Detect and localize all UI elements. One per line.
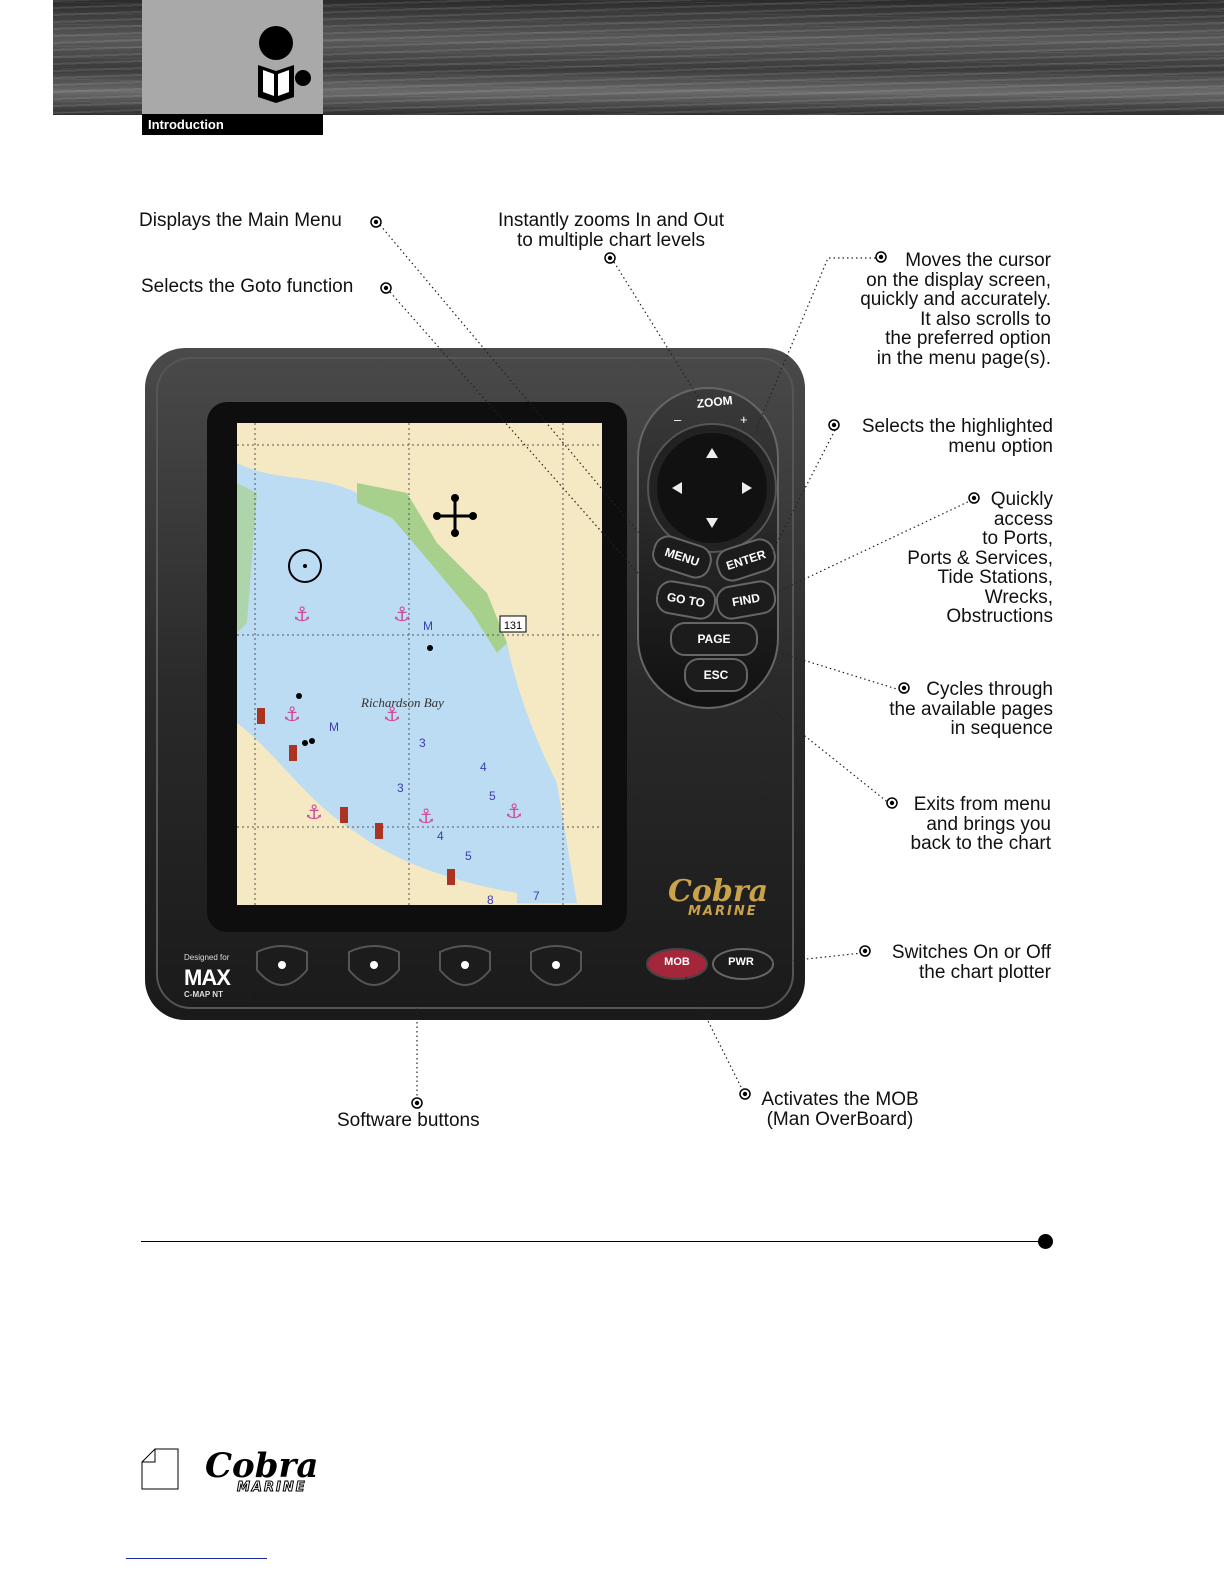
- chart-marker-131: 131: [504, 620, 522, 632]
- callout-line: Activates the MOB: [761, 1089, 919, 1110]
- esc-button[interactable]: ESC: [684, 658, 748, 692]
- callout-line: Ports & Services,: [907, 547, 1053, 569]
- sounding: 3: [419, 736, 426, 750]
- cmap-logo: C-MAP NT: [184, 990, 223, 999]
- callout-line: menu option: [948, 435, 1053, 457]
- section-label: Introduction: [142, 114, 323, 135]
- pwr-button[interactable]: PWR: [728, 956, 754, 968]
- callout-cursor: Moves the cursor on the display screen, …: [820, 251, 1051, 368]
- callout-line: It also scrolls to: [920, 308, 1051, 330]
- device-brand-marine: MARINE: [688, 904, 758, 919]
- callout-line: Moves the cursor: [905, 250, 1051, 271]
- svg-text:⚓: ⚓: [283, 702, 301, 726]
- sounding: 8: [487, 893, 494, 905]
- callout-software-buttons: Software buttons: [337, 1110, 480, 1131]
- svg-text:⚓: ⚓: [393, 602, 411, 626]
- callout-line: the preferred option: [885, 328, 1051, 349]
- callout-line: in the menu page(s).: [876, 347, 1051, 369]
- callout-enter: Selects the highlighted menu option: [800, 417, 1053, 456]
- svg-text:⚓: ⚓: [417, 804, 435, 828]
- footer-rule: [141, 1241, 1045, 1242]
- callout-line: (Man OverBoard): [766, 1108, 914, 1130]
- device-brand-cobra: Cobra: [668, 874, 769, 909]
- sounding: 3: [397, 781, 404, 795]
- callout-line: Quickly: [990, 489, 1053, 510]
- callout-find: Quickly access to Ports, Ports & Service…: [860, 490, 1053, 627]
- svg-text:⚓: ⚓: [505, 799, 523, 823]
- callout-zoom-line1: Instantly zooms In and Out: [497, 210, 724, 231]
- designed-for-label: Designed for: [184, 953, 230, 962]
- callout-line: in sequence: [950, 718, 1053, 739]
- callout-main-menu: Displays the Main Menu: [139, 210, 342, 231]
- sounding: 5: [489, 789, 496, 803]
- callout-line: to Ports,: [982, 528, 1053, 549]
- callout-mob: Activates the MOB (Man OverBoard): [745, 1090, 935, 1129]
- callout-line: Wrecks,: [984, 586, 1053, 608]
- svg-text:⚓: ⚓: [305, 800, 323, 824]
- callout-line: quickly and accurately.: [860, 289, 1051, 310]
- callout-zoom: Instantly zooms In and Out to multiple c…: [480, 211, 742, 250]
- callout-line: and brings you: [926, 813, 1051, 835]
- callout-line: Tide Stations,: [937, 567, 1053, 588]
- zoom-plus-icon: +: [740, 412, 748, 427]
- footer-brand-marine: MARINE: [237, 1480, 307, 1496]
- max-logo: MAX: [184, 965, 231, 990]
- callout-line: back to the chart: [910, 833, 1051, 854]
- sounding: 5: [465, 849, 472, 863]
- callout-page: Cycles through the available pages in se…: [840, 680, 1053, 739]
- svg-text:⚓: ⚓: [383, 702, 401, 726]
- callout-line: access: [993, 508, 1053, 530]
- mob-button[interactable]: MOB: [664, 956, 690, 968]
- callout-goto: Selects the Goto function: [141, 276, 354, 297]
- callout-line: the chart plotter: [918, 961, 1051, 983]
- footer-brand-logo: Cobra MARINE: [205, 1446, 319, 1496]
- callout-line: Cycles through: [926, 679, 1053, 700]
- sounding: M: [329, 720, 339, 734]
- sounding: 4: [437, 829, 444, 843]
- sounding: M: [423, 619, 433, 633]
- sounding: 7: [533, 889, 540, 903]
- callout-line: Switches On or Off: [891, 942, 1051, 963]
- reader-icon: [258, 26, 311, 103]
- zoom-minus-icon: –: [674, 412, 682, 427]
- chart-display-screen: 131 Richardson Bay M M 3 4 5 3 4 5 8 7 ⚓…: [237, 423, 602, 905]
- callout-line: on the display screen,: [866, 269, 1051, 291]
- callout-line: Exits from menu: [913, 794, 1051, 815]
- footer-brand-cobra: Cobra: [205, 1446, 319, 1486]
- callout-line: Selects the highlighted: [861, 416, 1053, 437]
- callout-zoom-line2: to multiple chart levels: [517, 229, 705, 251]
- footer-rule-dot: [1038, 1234, 1053, 1249]
- page-corner-icon: [141, 1448, 179, 1490]
- callout-line: Obstructions: [946, 606, 1053, 627]
- chart-place-name: Richardson Bay: [360, 695, 444, 710]
- page-button[interactable]: PAGE: [670, 622, 758, 656]
- device-brand-logo: Cobra MARINE: [648, 874, 788, 924]
- svg-text:⚓: ⚓: [293, 602, 311, 626]
- bottom-link-underline: [126, 1558, 267, 1559]
- callout-pwr: Switches On or Off the chart plotter: [840, 943, 1051, 982]
- callout-esc: Exits from menu and brings you back to t…: [840, 795, 1051, 854]
- callout-line: the available pages: [889, 698, 1053, 720]
- sounding: 4: [480, 760, 487, 774]
